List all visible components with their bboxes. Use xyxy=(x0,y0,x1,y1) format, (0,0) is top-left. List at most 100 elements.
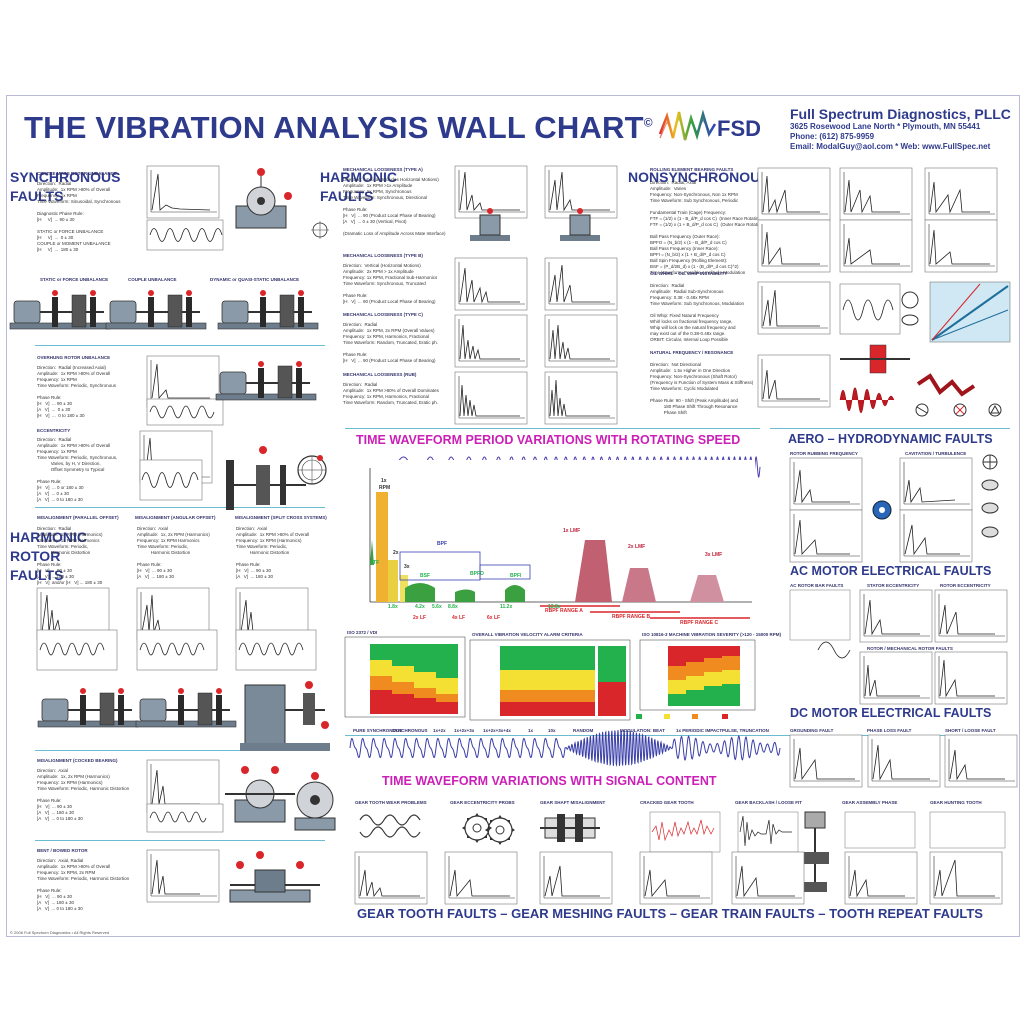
logo-text: FSD xyxy=(717,116,761,141)
text-block: Direction: Radial Amplitude: 1x RPM >80%… xyxy=(343,382,439,405)
text-block: Direction: Vertical (Includes Horizontal… xyxy=(343,177,446,236)
subhead-misalign-parallel: MISALIGNMENT (PARALLEL OFFSET) xyxy=(37,515,119,520)
label-1x: 1x xyxy=(381,478,387,484)
label-rbpf-a: RBPF RANGE A xyxy=(545,608,583,614)
text-block: Direction: Radial Amplitude: 1x RPM >80%… xyxy=(37,437,118,502)
label-rpm: RPM xyxy=(379,485,391,491)
chart-title-text: THE VIBRATION ANALYSIS WALL CHART xyxy=(24,110,644,145)
section-divider xyxy=(35,840,325,841)
section-divider xyxy=(345,735,1010,736)
subhead-overhung: OVERHUNG ROTOR UNBALANCE xyxy=(37,355,111,360)
subhead-couple: COUPLE UNBALANCE xyxy=(128,277,177,282)
section-divider xyxy=(35,507,325,508)
side-title-harmonic-rotor-faults: HARMONIC ROTOR FAULTS xyxy=(10,528,87,585)
subhead-oil-whirl: OIL WHIRL – OIL WHIP INSTABILITY xyxy=(650,271,728,276)
subhead-natural-frequency: NATURAL FREQUENCY / RESONANCE xyxy=(650,350,734,355)
label-bpfo: BPFO xyxy=(470,571,484,577)
label-lf6: 6x LF xyxy=(487,615,501,621)
table-title-iso10816: ISO 10816-3 MACHINE VIBRATION SEVERITY (… xyxy=(642,632,782,637)
copyright-mark: © xyxy=(643,115,653,130)
subhead-gear-shaft: GEAR SHAFT MISALIGNMENT xyxy=(540,800,606,805)
section-aero-hydro: AERO – HYDRODYNAMIC FAULTS xyxy=(788,432,993,446)
subhead-cracked: CRACKED GEAR TOOTH xyxy=(640,800,694,805)
section-time-waveform-signal: TIME WAVEFORM VARIATIONS WITH SIGNAL CON… xyxy=(382,774,717,788)
signal-label: 1x+2x+3x+4x xyxy=(483,728,511,733)
signal-label: SYNCHRONOUS xyxy=(392,728,428,733)
signal-label: 1x+2x+3x xyxy=(454,728,475,733)
signal-label: 1x xyxy=(528,728,534,733)
subhead-rotor-ecc: ROTOR ECCENTRICITY xyxy=(940,583,991,588)
text-block: Direction: Radial Amplitude: Radial Sub-… xyxy=(650,283,744,342)
side-title-nonsynchronous: NONSYNCHRONOUS xyxy=(628,168,770,187)
subhead-bent-rotor: BENT / BOWED ROTOR xyxy=(37,848,88,853)
label-lf2: 2x LF xyxy=(413,615,427,621)
text-block: Direction: Not Directional Amplitude: 1.… xyxy=(650,362,754,415)
subhead-centre-mass: CENTRE MASS ROTOR UNBALANCE xyxy=(37,171,117,176)
label-ftf: FTF xyxy=(370,560,380,566)
subhead-gear-assembly: GEAR ASSEMBLY PHASE xyxy=(842,800,898,805)
text-block: Direction: Radial Amplitude: 1x RPM, 2x … xyxy=(343,322,438,363)
signal-label: RANDOM xyxy=(573,728,594,733)
subhead-mech-rub: MECHANICAL LOOSENESS (RUB) xyxy=(343,372,417,377)
label-x88: 8.8x xyxy=(448,604,458,610)
label-lmf2: 2x LMF xyxy=(628,544,646,550)
section-divider xyxy=(35,750,325,751)
label-2x: 2x xyxy=(393,550,399,556)
text-block: Direction: Radial (Increased Axial) Ampl… xyxy=(37,365,116,418)
text-block: Direction: Radial Amplitude: 1x RPM (Har… xyxy=(37,526,103,585)
table-title-iso: ISO 2372 / VDI xyxy=(347,630,378,635)
subhead-ac-rotor-bar: AC ROTOR BAR FAULTS xyxy=(790,583,844,588)
section-gear-faults: GEAR TOOTH FAULTS – GEAR MESHING FAULTS … xyxy=(357,906,983,921)
text-block: Direction: Axial Amplitude: 1x RPM >80% … xyxy=(236,526,310,579)
subhead-stator-ecc: STATOR ECCENTRICITY xyxy=(867,583,920,588)
subhead-backlash: GEAR BACKLASH / LOOSE FIT xyxy=(735,800,803,805)
subhead-cavitation: CAVITATION / TURBULENCE xyxy=(905,451,967,456)
subhead-short-loose: SHORT / LOOSE FAULT xyxy=(945,728,996,733)
text-block: Direction: Vertical (Horizontal Motions)… xyxy=(343,263,438,304)
signal-label: PULSE, TRUNCATION xyxy=(722,728,769,733)
copyright-text: © 2006 Full Spectrum Diagnostics • All R… xyxy=(10,930,110,935)
subhead-mech-loose-a: MECHANICAL LOOSENESS (TYPE A) xyxy=(343,167,423,172)
signal-label: 10x xyxy=(548,728,556,733)
label-bpfi: BPFI xyxy=(510,573,522,579)
subhead-misalign-angular: MISALIGNMENT (ANGULAR OFFSET) xyxy=(135,515,216,520)
subhead-phase-loss: PHASE LOSS FAULT xyxy=(867,728,912,733)
text-block: Direction: Radial, Axial Amplitude: Vari… xyxy=(650,180,765,275)
text-block: Direction: Radial Amplitude: 1x RPM >80%… xyxy=(37,181,121,252)
label-x138: 13.8x xyxy=(548,604,561,610)
signal-label: MODULATION: BEAT xyxy=(620,728,665,733)
subhead-static: STATIC or FORCE UNBALANCE xyxy=(40,277,109,282)
label-rbpf-b: RBPF RANGE B xyxy=(612,614,651,620)
table-title-severity: OVERALL VIBRATION VELOCITY ALARM CRITERI… xyxy=(472,632,583,637)
side-title-harmonic-faults: HARMONIC FAULTS xyxy=(320,168,397,206)
section-divider xyxy=(345,428,760,429)
signal-label: 1x+2x xyxy=(433,728,446,733)
company-info: Full Spectrum Diagnostics, PLLC 3625 Ros… xyxy=(790,106,1015,152)
fsd-logo: FSD xyxy=(658,109,761,141)
side-title-synchronous-faults: SYNCHRONOUS FAULTS xyxy=(10,168,120,206)
label-x112: 11.2x xyxy=(500,604,513,610)
label-bpf: BPF xyxy=(437,541,447,547)
label-bsf: BSF xyxy=(420,573,430,579)
section-divider xyxy=(770,428,1010,429)
chart-title: THE VIBRATION ANALYSIS WALL CHART© xyxy=(24,110,653,146)
signal-label: PURE SYNCHRONOUS xyxy=(353,728,403,733)
section-ac-motor: AC MOTOR ELECTRICAL FAULTS xyxy=(790,564,992,578)
subhead-grounding: GROUNDING FAULT xyxy=(790,728,834,733)
label-x56: 5.6x xyxy=(432,604,442,610)
text-block: Direction: Axial, Radial Amplitude: 1x R… xyxy=(37,858,130,911)
subhead-gear-hunting: GEAR HUNTING TOOTH xyxy=(930,800,982,805)
label-x18: 1.8x xyxy=(388,604,398,610)
subhead-gear-wear: GEAR TOOTH WEAR PROBLEMS xyxy=(355,800,427,805)
subhead-rotor-mech: ROTOR / MECHANICAL ROTOR FAULTS xyxy=(867,646,953,651)
label-rbpf-c: RBPF RANGE C xyxy=(680,620,719,626)
section-time-waveform-period: TIME WAVEFORM PERIOD VARIATIONS WITH ROT… xyxy=(356,433,741,447)
company-address: 3625 Rosewood Lane North * Plymouth, MN … xyxy=(790,122,981,131)
subhead-eccentricity: ECCENTRICITY xyxy=(37,428,71,433)
signal-label: 1x PERIODIC IMPACT xyxy=(676,728,723,733)
subhead-rolling-element: ROLLING ELEMENT BEARING FAULTS xyxy=(650,167,734,172)
label-3x: 3x xyxy=(404,564,410,570)
label-lf4: 4x LF xyxy=(452,615,466,621)
subhead-misalign-cocked: MISALIGNMENT (COCKED BEARING) xyxy=(37,758,118,763)
company-phone: Phone: (612) 875-9959 xyxy=(790,132,875,141)
